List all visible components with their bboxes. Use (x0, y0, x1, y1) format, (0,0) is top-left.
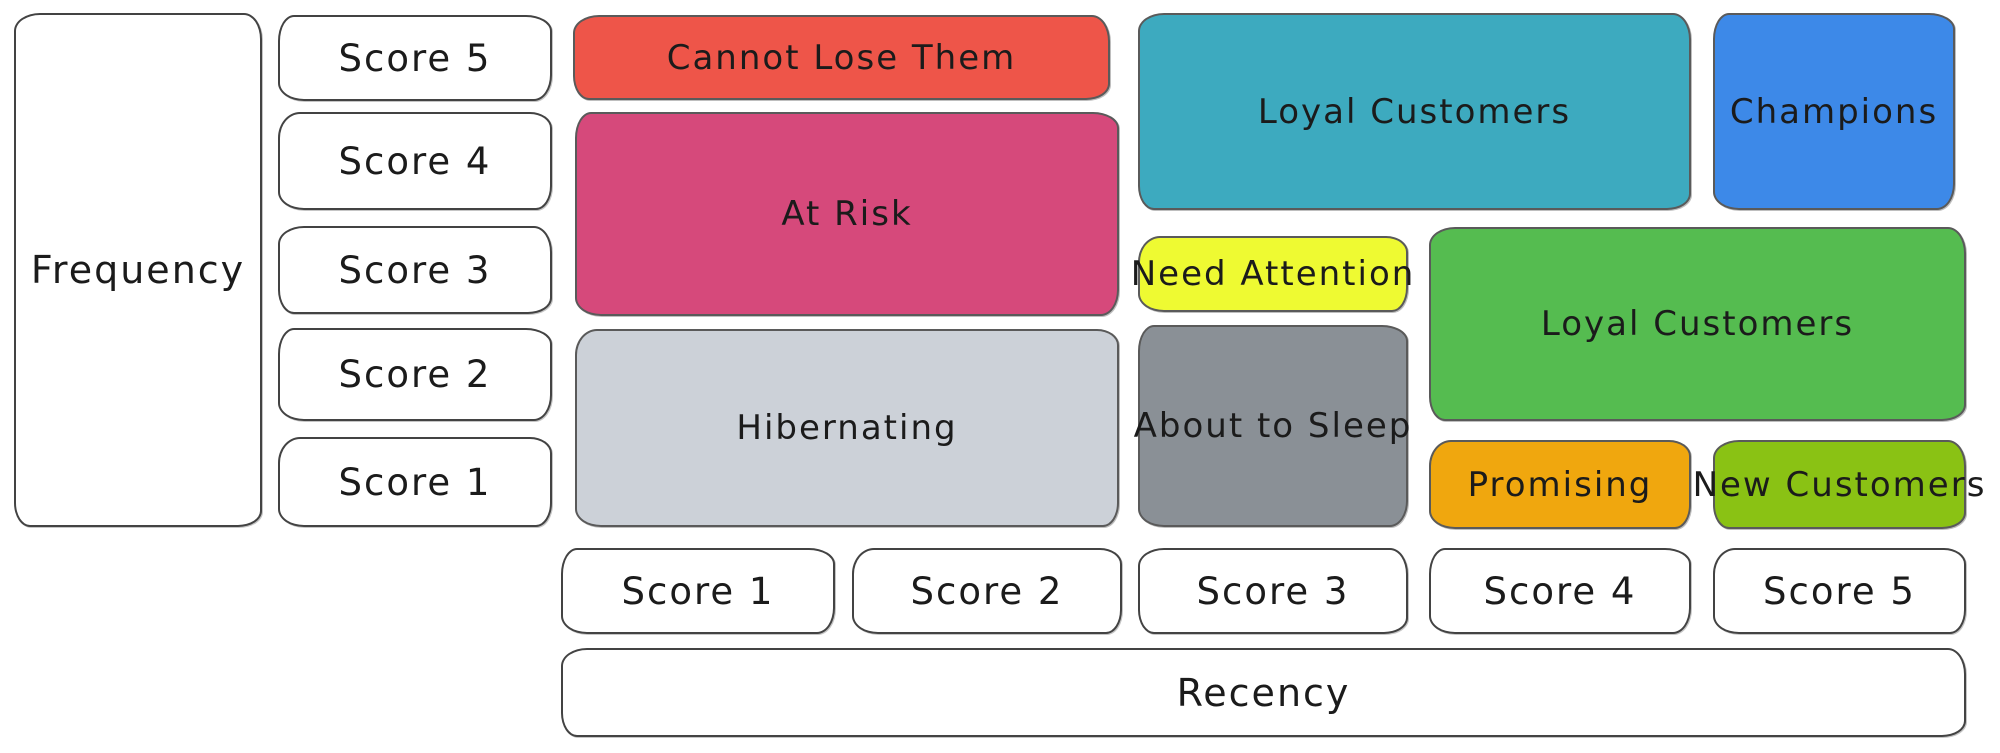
recency-score-1-text: Score 1 (621, 569, 775, 613)
segment-champions-label: Champions (1729, 91, 1939, 132)
frequency-score-5-text: Score 5 (338, 36, 492, 80)
segment-promising-label: Promising (1467, 464, 1653, 505)
segment-need-attention-label: Need Attention (1130, 254, 1416, 294)
recency-score-2: Score 2 (852, 548, 1122, 634)
recency-score-5-text: Score 5 (1763, 569, 1916, 613)
segment-at-risk-label: At Risk (781, 194, 913, 234)
frequency-score-4: Score 4 (278, 112, 552, 210)
segment-loyal-customers-teal-label: Loyal Customers (1257, 91, 1572, 132)
recency-score-3: Score 3 (1138, 548, 1408, 634)
segment-new-customers: New Customers (1693, 440, 1984, 529)
segment-at-risk: At Risk (575, 112, 1119, 316)
frequency-score-2-text: Score 2 (338, 353, 492, 396)
recency-score-4: Score 4 (1429, 548, 1691, 634)
segment-cannot-lose-them: Cannot Lose Them (573, 15, 1110, 100)
frequency-score-3: Score 3 (278, 226, 552, 314)
recency-score-3-text: Score 3 (1196, 569, 1350, 613)
frequency-score-5: Score 5 (278, 15, 552, 101)
recency-axis-text: Recency (1176, 670, 1351, 715)
segment-promising: Promising (1429, 440, 1691, 529)
frequency-score-4-text: Score 4 (338, 139, 492, 183)
recency-score-2-text: Score 2 (910, 569, 1064, 613)
frequency-score-3-text: Score 3 (338, 248, 492, 292)
segment-about-to-sleep-label: About to Sleep (1133, 406, 1413, 446)
segment-cannot-lose-them-label: Cannot Lose Them (666, 37, 1017, 78)
frequency-axis-label: Frequency (14, 13, 262, 527)
recency-score-4-text: Score 4 (1483, 569, 1637, 613)
segment-hibernating: Hibernating (575, 329, 1119, 527)
segment-about-to-sleep: About to Sleep (1134, 325, 1410, 527)
segment-new-customers-label: New Customers (1692, 464, 1987, 505)
segment-loyal-customers-teal: Loyal Customers (1138, 13, 1691, 210)
segment-loyal-customers-green: Loyal Customers (1429, 227, 1966, 421)
segment-need-attention: Need Attention (1131, 236, 1413, 312)
frequency-axis-text: Frequency (30, 248, 246, 292)
segment-hibernating-label: Hibernating (736, 408, 958, 448)
segment-loyal-customers-green-label: Loyal Customers (1540, 304, 1855, 344)
frequency-score-1: Score 1 (278, 437, 552, 527)
recency-axis-label: Recency (561, 648, 1966, 737)
frequency-score-1-text: Score 1 (338, 460, 492, 504)
recency-score-1: Score 1 (561, 548, 835, 634)
frequency-score-2: Score 2 (278, 328, 552, 421)
segment-champions: Champions (1713, 13, 1955, 210)
recency-score-5: Score 5 (1713, 548, 1966, 634)
